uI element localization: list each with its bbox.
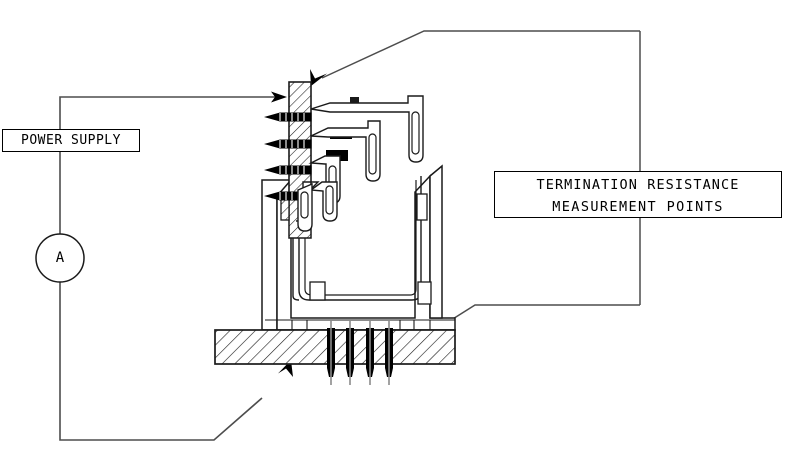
power-supply-feed-line — [59, 96, 278, 129]
housing-notch-upper-right — [416, 193, 428, 221]
probe-pin — [263, 165, 312, 175]
contact-beam-slot — [300, 191, 309, 219]
contact-beam-slot — [325, 185, 334, 215]
termination-upper-leader-arrow — [310, 69, 327, 86]
power-supply-label: POWER SUPPLY — [2, 129, 140, 152]
probe-pins — [263, 112, 312, 201]
contact-beam — [310, 95, 424, 163]
measurement-probe-leads — [330, 320, 390, 385]
termination-label-line-2: MEASUREMENT POINTS — [552, 199, 724, 215]
ammeter-symbol — [35, 233, 85, 283]
termination-label-line-1: TERMINATION RESISTANCE — [536, 177, 740, 193]
circuit-wiring — [59, 96, 278, 441]
housing-notch-right — [417, 281, 432, 305]
housing-notch-left — [309, 281, 326, 301]
contact-beam-slot — [368, 133, 377, 175]
contact-top-tab — [350, 97, 359, 103]
ammeter-return-line — [59, 282, 263, 441]
contact-beam — [310, 120, 381, 182]
leader-top-horizontal — [321, 30, 640, 79]
termination-leader-lines — [321, 30, 641, 323]
termination-resistance-label: TERMINATION RESISTANCE MEASUREMENT POINT… — [494, 171, 782, 218]
contact-beam-slot — [411, 111, 420, 155]
ammeter-label: A — [55, 250, 65, 266]
connector-housing — [261, 164, 456, 331]
contact-beams — [295, 95, 424, 232]
contact-block-stem — [292, 238, 300, 301]
power-supply-lead-arrow — [271, 91, 287, 103]
housing-right-wall — [429, 164, 443, 319]
probe-pin — [263, 112, 312, 122]
housing-foot-ticks — [276, 320, 431, 330]
housing-inner-cavity-2 — [304, 180, 417, 296]
probe-pin — [263, 139, 312, 149]
leader-bottom-horizontal — [447, 304, 640, 323]
